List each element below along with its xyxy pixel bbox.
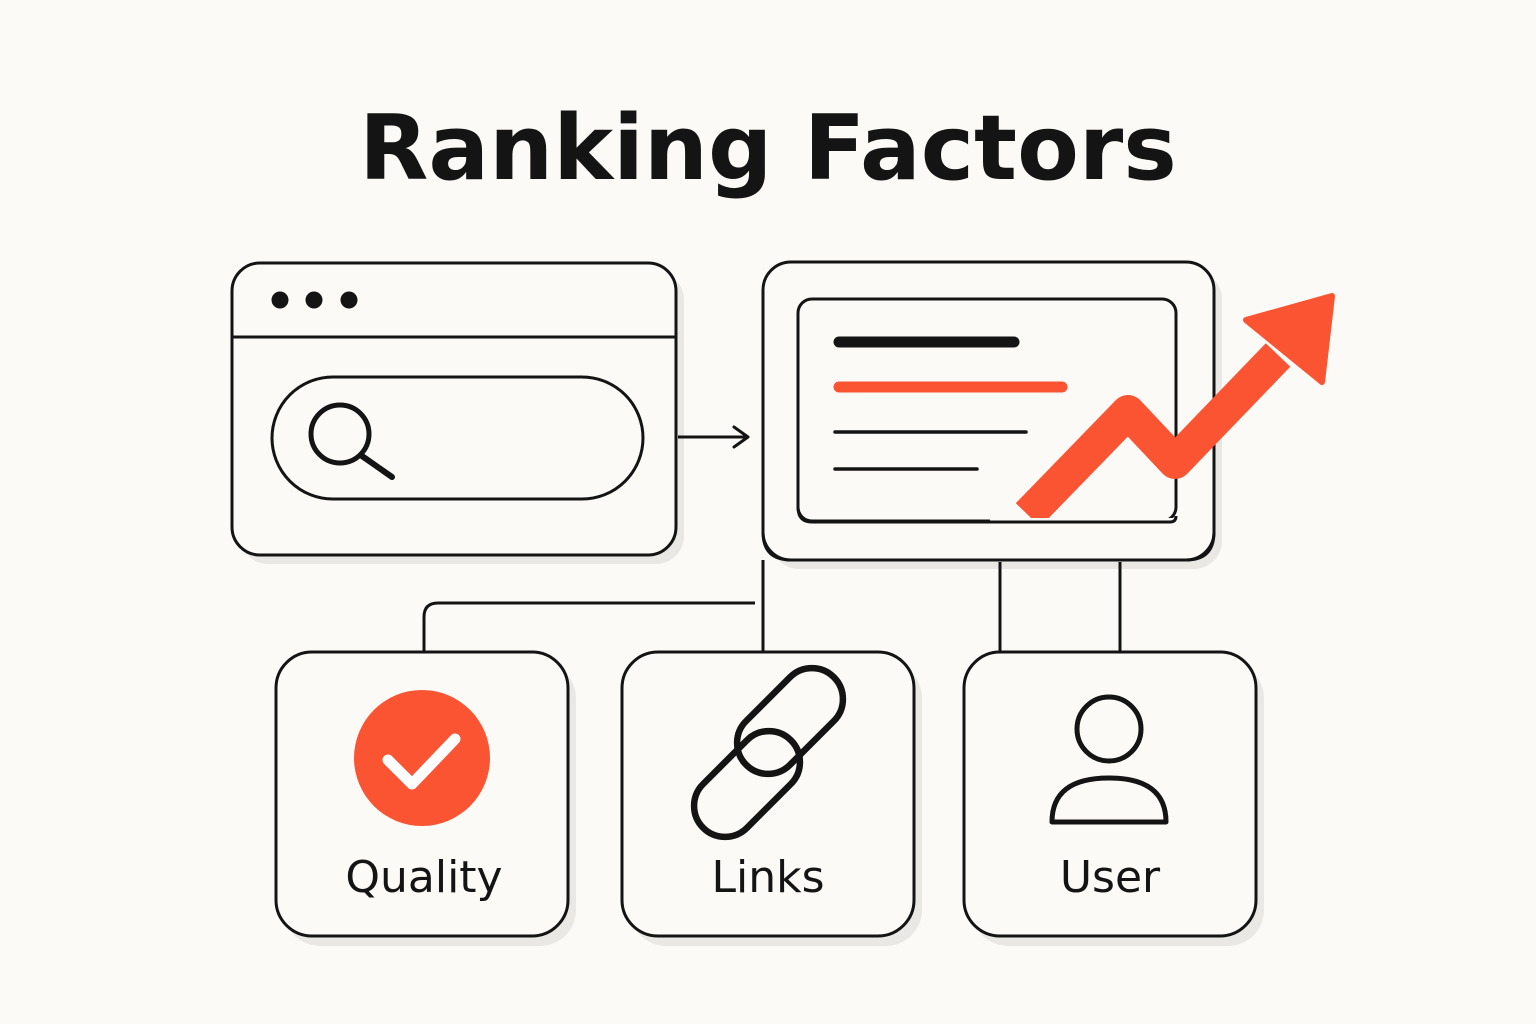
card-frame [962,650,1258,938]
connector-quality [422,601,755,652]
window-dots-icon [271,291,358,309]
search-bar [270,375,645,501]
search-icon [308,402,395,480]
screen-bottom-edge [990,515,1178,524]
check-circle-icon [354,690,490,826]
arrow-right-icon [678,425,750,449]
card-frame [620,650,916,938]
arrow-mask [990,518,1190,554]
factor-card-links: Links [620,650,922,946]
trend-up-arrow-icon [1015,293,1335,527]
monitor-bottom-edge [761,531,1216,562]
search-browser-window [230,261,684,564]
factor-card-quality: Quality [274,650,576,946]
factor-card-user: User [962,650,1264,946]
screen-bottom-edge [796,506,1000,524]
chain-link-icon [690,664,847,841]
diagram-title: Ranking Factors [359,96,1177,201]
factor-label-links: Links [711,852,824,903]
factor-label-quality: Quality [345,852,502,903]
connector-lines [422,560,1122,652]
user-icon [1049,694,1169,825]
factor-label-user: User [1060,852,1161,903]
